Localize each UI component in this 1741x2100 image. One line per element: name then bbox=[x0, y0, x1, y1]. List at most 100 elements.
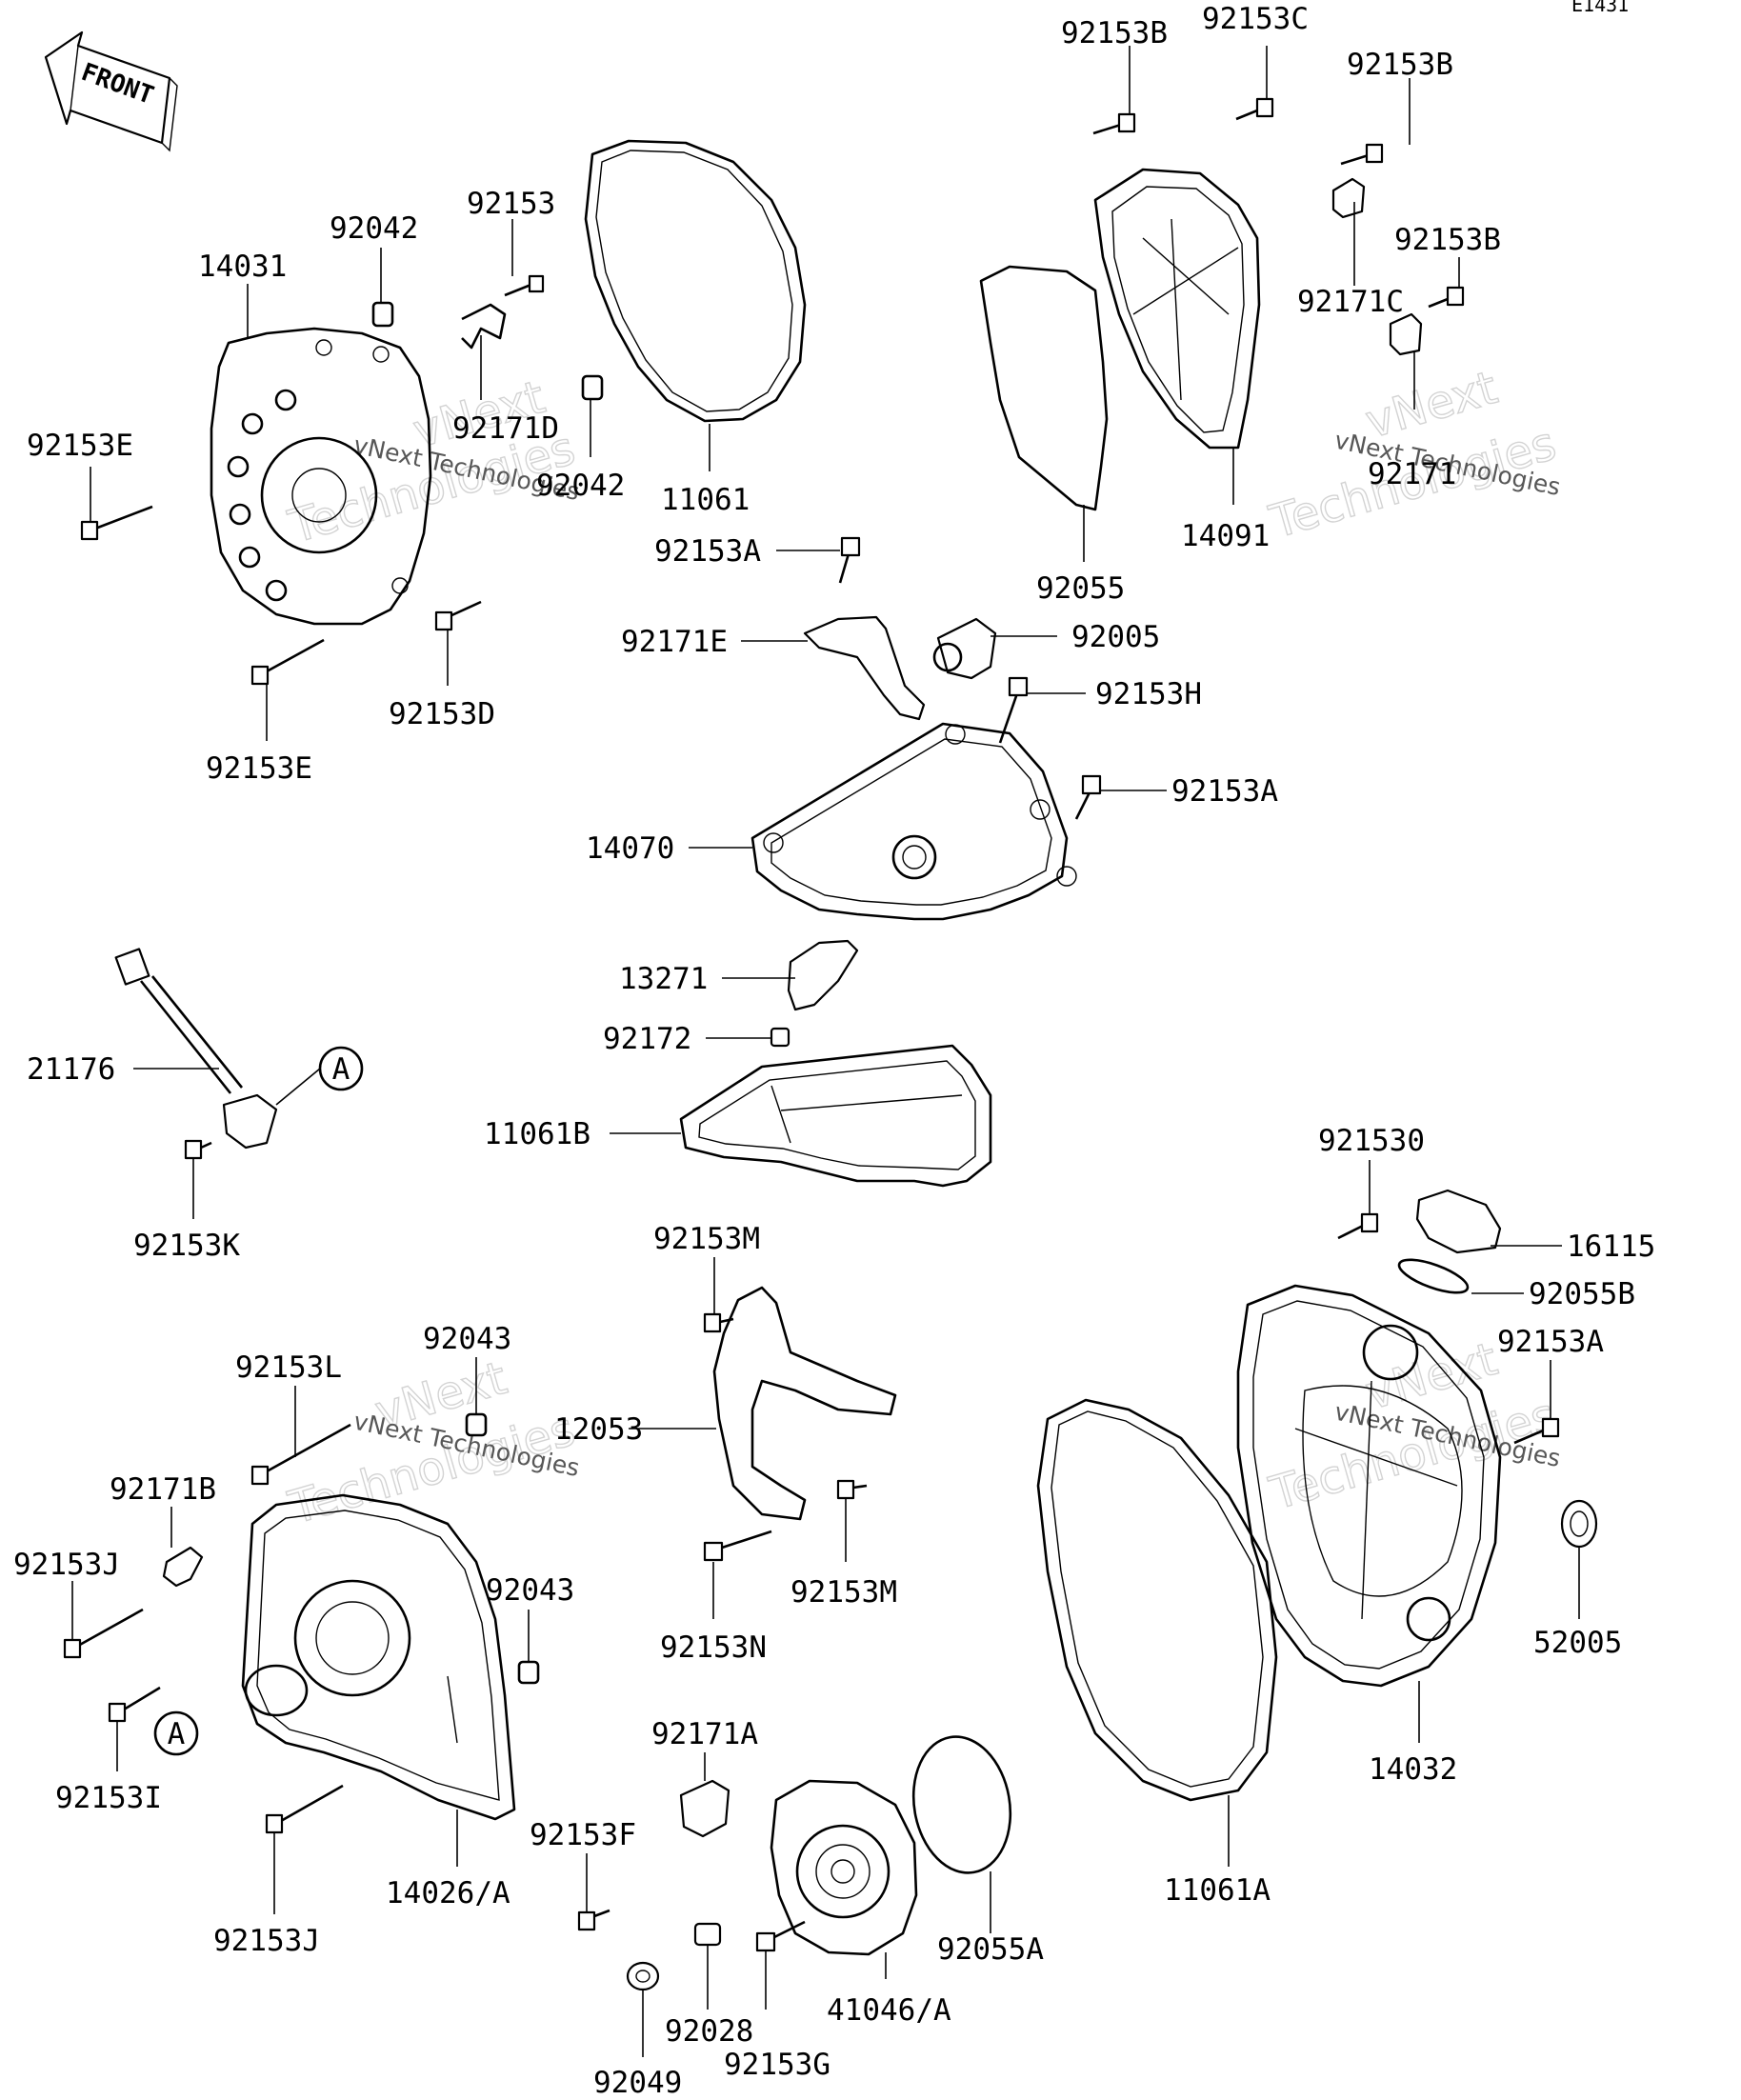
label-921530: 921530 bbox=[1318, 1124, 1425, 1158]
generator-cover-14031 bbox=[210, 327, 432, 626]
bolt-92153B-top bbox=[1092, 112, 1136, 135]
label-13271: 13271 bbox=[619, 962, 708, 996]
label-92153I: 92153I bbox=[55, 1781, 162, 1815]
label-92172: 92172 bbox=[603, 1022, 691, 1056]
part-labels: 92153B 92153C 92153B 92153B 92171C 92171… bbox=[13, 2, 1655, 2100]
dowel-92043-b bbox=[517, 1660, 540, 1685]
label-92153E-b: 92153E bbox=[206, 751, 312, 786]
label-92153C: 92153C bbox=[1202, 2, 1309, 36]
bolt-92153J-b bbox=[265, 1784, 344, 1834]
label-92055B: 92055B bbox=[1529, 1277, 1635, 1311]
label-92055A: 92055A bbox=[937, 1932, 1044, 1967]
label-92042-a: 92042 bbox=[330, 211, 418, 246]
dowel-92042-a bbox=[371, 301, 394, 328]
collar-92028 bbox=[693, 1922, 722, 1947]
callout-a-upper: A bbox=[332, 1052, 350, 1087]
label-92153N: 92153N bbox=[660, 1630, 767, 1665]
label-92153H: 92153H bbox=[1095, 677, 1202, 711]
bolt-92153J-a bbox=[63, 1608, 144, 1659]
label-92153K: 92153K bbox=[133, 1229, 240, 1263]
bolt-92153A-a bbox=[838, 536, 861, 584]
bolt-92153E-a bbox=[80, 505, 153, 541]
label-92171E: 92171E bbox=[621, 625, 728, 659]
gasket-92055 bbox=[979, 265, 1109, 511]
label-14091: 14091 bbox=[1181, 519, 1270, 553]
label-92171D: 92171D bbox=[452, 411, 559, 446]
label-92153J-a: 92153J bbox=[13, 1548, 120, 1582]
label-12053: 12053 bbox=[554, 1412, 643, 1447]
leader-lines bbox=[71, 46, 1580, 2057]
label-92005: 92005 bbox=[1071, 620, 1160, 654]
label-92171C: 92171C bbox=[1297, 285, 1404, 319]
bolt-92153N bbox=[703, 1530, 772, 1562]
label-14070: 14070 bbox=[586, 831, 674, 866]
bolt-92153C bbox=[1235, 97, 1274, 121]
bolt-92153K bbox=[184, 1139, 212, 1160]
callout-a-lower: A bbox=[168, 1717, 186, 1751]
sensor-21176 bbox=[114, 948, 278, 1150]
callout-a-circle-lower: A bbox=[153, 1710, 199, 1756]
label-92153J-b: 92153J bbox=[213, 1924, 320, 1958]
label-92153M-b: 92153M bbox=[790, 1575, 897, 1610]
clamp-92171C bbox=[1331, 177, 1366, 219]
bolt-92153B-right bbox=[1340, 143, 1384, 166]
bolt-92153D bbox=[434, 600, 482, 631]
front-direction-arrow: FRONT bbox=[44, 30, 178, 152]
label-92153D: 92153D bbox=[389, 697, 495, 731]
label-11061A: 11061A bbox=[1164, 1873, 1271, 1908]
label-92153A-b: 92153A bbox=[1171, 774, 1278, 809]
bolt-921530 bbox=[1337, 1212, 1379, 1240]
diagram-code: E1431 bbox=[1571, 0, 1629, 16]
cap-16115 bbox=[1415, 1189, 1502, 1254]
cover-41046A bbox=[770, 1779, 918, 1956]
label-92153F: 92153F bbox=[530, 1818, 636, 1852]
label-92171: 92171 bbox=[1368, 457, 1456, 491]
label-92153G: 92153G bbox=[724, 2048, 830, 2082]
label-92153M-a: 92153M bbox=[653, 1222, 760, 1256]
bracket-92171E bbox=[803, 615, 926, 721]
label-92153A-c: 92153A bbox=[1497, 1325, 1604, 1359]
watermark-group: vNext Technologies vNext Technologies vN… bbox=[282, 360, 1563, 1535]
bracket-12053 bbox=[712, 1286, 897, 1521]
clamp-92171 bbox=[1389, 312, 1423, 356]
bolt-92153M-a bbox=[703, 1312, 734, 1333]
label-11061: 11061 bbox=[661, 483, 750, 517]
sprocket-cover-14026A bbox=[241, 1493, 516, 1821]
seal-52005 bbox=[1560, 1499, 1598, 1549]
label-14032: 14032 bbox=[1369, 1752, 1457, 1787]
label-92028: 92028 bbox=[665, 2014, 753, 2049]
screw-92172 bbox=[770, 1027, 790, 1048]
bolt-92153F bbox=[577, 1909, 610, 1931]
bolt-92153L bbox=[250, 1423, 351, 1486]
bolt-92153A-b bbox=[1074, 774, 1102, 820]
gasket-11061B bbox=[679, 1044, 992, 1188]
label-92153B-right2: 92153B bbox=[1394, 223, 1501, 257]
label-92153E-a: 92153E bbox=[27, 429, 133, 463]
bolt-92153B-right2 bbox=[1428, 286, 1465, 309]
label-92153L: 92153L bbox=[235, 1350, 342, 1385]
label-92043-b: 92043 bbox=[486, 1573, 574, 1608]
label-92153B-top: 92153B bbox=[1061, 16, 1168, 50]
oring-92055A bbox=[911, 1735, 1012, 1874]
fitting-92005 bbox=[936, 617, 997, 680]
callout-a-circle-upper: A bbox=[318, 1046, 364, 1091]
label-16115: 16115 bbox=[1567, 1230, 1655, 1264]
label-92153A-a: 92153A bbox=[654, 534, 761, 569]
dowel-92042-b bbox=[581, 374, 604, 401]
label-21176: 21176 bbox=[27, 1052, 115, 1087]
gasket-11061 bbox=[584, 139, 807, 423]
label-92171B: 92171B bbox=[110, 1472, 216, 1507]
bolt-92153M-b bbox=[836, 1479, 868, 1500]
label-92171A: 92171A bbox=[651, 1717, 758, 1751]
washer-92049 bbox=[626, 1961, 660, 1991]
label-92055: 92055 bbox=[1036, 571, 1125, 606]
gasket-11061A bbox=[1036, 1398, 1278, 1802]
oring-92055B bbox=[1397, 1258, 1470, 1294]
label-52005: 52005 bbox=[1533, 1626, 1622, 1660]
clamp-92171B bbox=[162, 1546, 204, 1588]
label-14026A: 14026/A bbox=[386, 1876, 510, 1910]
label-14031: 14031 bbox=[198, 250, 287, 284]
pickup-cover-14070 bbox=[750, 722, 1077, 921]
plate-13271 bbox=[787, 939, 859, 1011]
